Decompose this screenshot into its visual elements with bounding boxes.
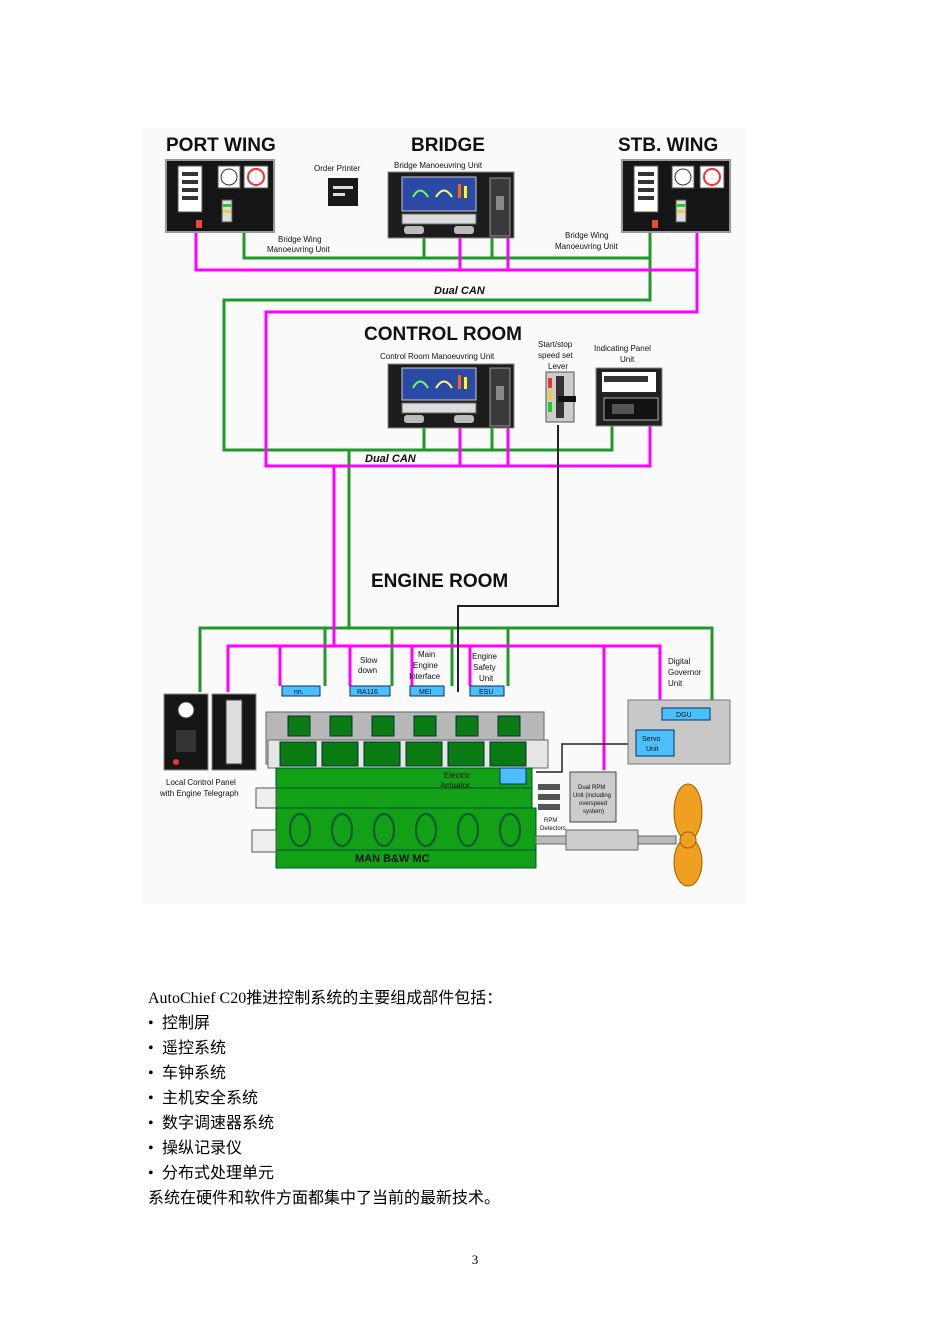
dgu-label-2: Governor xyxy=(668,668,702,677)
component-item: 数字调速器系统 xyxy=(148,1111,848,1136)
order-printer-icon xyxy=(328,178,358,206)
servo-unit-label-2: Unit xyxy=(646,746,659,753)
rpm-detectors-label-2: Detectors xyxy=(540,826,566,832)
bridge-unit-label: Bridge Manoeuvring Unit xyxy=(394,161,483,170)
dual-rpm-label-4: system) xyxy=(583,809,604,815)
startstop-label-1: Start/stop xyxy=(538,340,573,349)
lever-cable xyxy=(457,425,559,692)
indicating-panel-label: Indicating Panel xyxy=(594,344,651,353)
servo-unit-box xyxy=(635,729,675,757)
port-bridge-wing-label: Bridge Wing xyxy=(278,235,322,244)
startstop-label-2: speed set xyxy=(538,351,573,360)
rpm-detectors-icon xyxy=(538,784,560,810)
order-printer-label: Order Printer xyxy=(314,164,361,173)
description-text: AutoChief C20推进控制系统的主要组成部件包括： 控制屏 遥控系统 车… xyxy=(148,986,848,1211)
component-item: 操纵记录仪 xyxy=(148,1136,848,1161)
green-can-bus xyxy=(198,232,714,712)
magenta-can-bus xyxy=(194,232,699,770)
node-ra-label: RA116 xyxy=(357,689,378,696)
indicating-panel-icon xyxy=(595,367,663,427)
rpm-detectors-label-1: RPM xyxy=(544,818,557,824)
mei-label-2: Engine xyxy=(413,661,438,670)
esu-label-1: Engine xyxy=(472,652,497,661)
local-control-label-2: with Engine Telegraph xyxy=(159,789,239,798)
dgu-box-label: DGU xyxy=(676,712,692,719)
esu-label-3: Unit xyxy=(479,674,494,683)
dual-rpm-label-2: Unit (including xyxy=(573,793,611,799)
engine-cylinders xyxy=(279,715,527,767)
engine-label: MAN B&W MC xyxy=(355,853,430,865)
stb-manoeuvring-unit-label: Manoeuvring Unit xyxy=(555,242,618,251)
servo-cable xyxy=(536,743,636,773)
dual-rpm-unit xyxy=(569,771,617,823)
dgu-label-1: Digital xyxy=(668,657,690,666)
mei-label-1: Main xyxy=(418,650,435,659)
component-item: 车钟系统 xyxy=(148,1061,848,1086)
node-mei-label: MEI xyxy=(419,689,432,696)
component-item: 遥控系统 xyxy=(148,1036,848,1061)
mei-label-3: Interface xyxy=(409,672,441,681)
component-item: 主机安全系统 xyxy=(148,1086,848,1111)
shaft-coupling xyxy=(565,829,639,851)
slow-down-label-2: down xyxy=(358,666,377,675)
local-control-label-1: Local Control Panel xyxy=(166,778,236,787)
control-room-unit-label: Control Room Manoeuvring Unit xyxy=(380,352,495,361)
electric-actuator-icon xyxy=(499,767,527,785)
control-room-title: CONTROL ROOM xyxy=(364,324,522,345)
dual-can-label-upper: Dual CAN xyxy=(434,285,486,297)
page-number: 3 xyxy=(471,1252,479,1267)
servo-unit-label-1: Servo xyxy=(642,736,660,743)
component-item: 控制屏 xyxy=(148,1011,848,1036)
dgu-box xyxy=(661,707,711,721)
node-boxes xyxy=(281,685,505,697)
startstop-lever-icon xyxy=(545,371,576,423)
stb-wing-panel xyxy=(621,159,731,233)
stb-wing-title: STB. WING xyxy=(618,135,718,156)
closing-line: 系统在硬件和软件方面都集中了当前的最新技术。 xyxy=(148,1190,501,1207)
propulsion-system-diagram: PORT WING BRIDGE STB. WING CONTROL ROOM … xyxy=(159,135,731,887)
dual-can-label-lower: Dual CAN xyxy=(365,453,417,465)
component-item: 分布式处理单元 xyxy=(148,1161,848,1186)
indicating-unit-label: Unit xyxy=(620,355,635,364)
engine-room-title: ENGINE ROOM xyxy=(371,571,508,592)
startstop-label-3: Lever xyxy=(548,362,568,371)
electric-actuator-label-2: Actuator xyxy=(440,781,470,790)
bridge-title: BRIDGE xyxy=(411,135,485,156)
electric-actuator-label-1: Electric xyxy=(444,771,470,780)
intro-line: AutoChief C20推进控制系统的主要组成部件包括： xyxy=(148,990,503,1007)
port-wing-panel xyxy=(165,159,275,233)
port-manoeuvring-unit-label: Manoeuvring Unit xyxy=(267,245,330,254)
dual-rpm-label-1: Dual RPM xyxy=(578,785,605,791)
slow-down-label-1: Slow xyxy=(360,656,378,665)
control-room-manoeuvring-unit xyxy=(387,363,515,429)
propeller-icon xyxy=(673,783,703,887)
port-wing-title: PORT WING xyxy=(166,135,276,156)
esu-label-2: Safety xyxy=(473,663,496,672)
node-nn-label: nn. xyxy=(294,689,304,696)
stb-bridge-wing-label: Bridge Wing xyxy=(565,231,609,240)
engine-crank-covers xyxy=(289,813,521,847)
local-control-panel xyxy=(163,693,257,771)
dgu-label-3: Unit xyxy=(668,679,683,688)
bridge-manoeuvring-unit xyxy=(387,171,515,239)
node-esu-label: ESU xyxy=(479,689,493,696)
component-list: 控制屏 遥控系统 车钟系统 主机安全系统 数字调速器系统 操纵记录仪 分布式处理… xyxy=(148,1011,848,1186)
dual-rpm-label-3: overspeed xyxy=(579,801,607,807)
